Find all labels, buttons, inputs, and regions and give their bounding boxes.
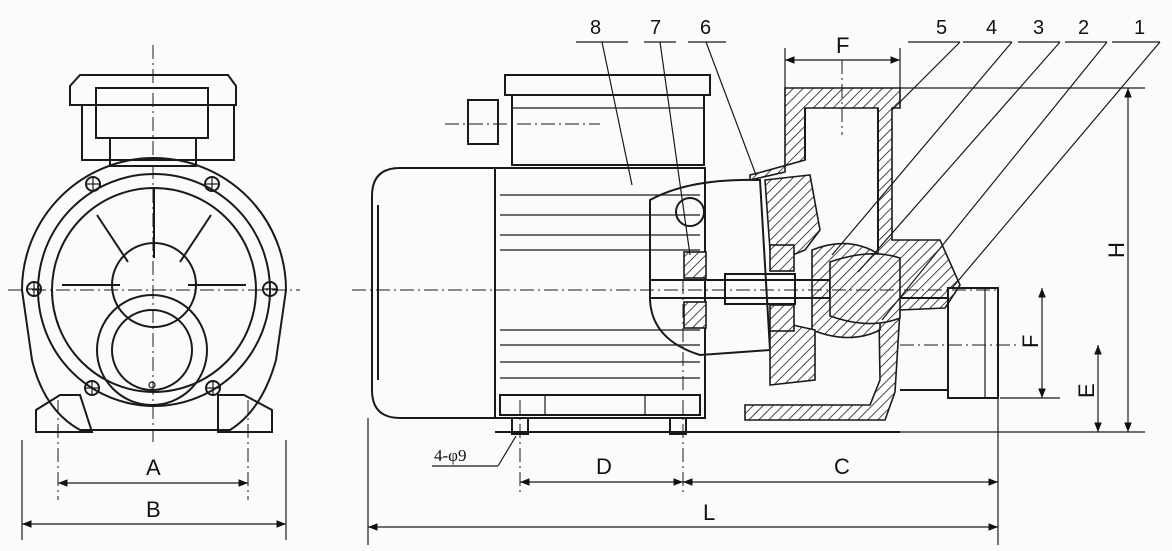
hole-note-label: 4-φ9: [434, 446, 466, 465]
dimension-e-label: E: [1074, 383, 1099, 398]
discharge-pipe: [804, 108, 879, 250]
dimension-l-label: L: [703, 500, 715, 525]
dimension-h-label: H: [1104, 242, 1129, 258]
dimension-b: B: [21, 440, 287, 540]
dimension-d: D: [520, 454, 683, 486]
bottom-extension-lines: [367, 398, 999, 545]
part-number-3: 3: [1033, 17, 1044, 39]
bolt-icon: [84, 380, 100, 396]
dimension-c: C: [683, 454, 998, 486]
housing-bolts: [26, 176, 278, 396]
bolt-icon: [205, 380, 221, 396]
dimension-c-label: C: [834, 454, 850, 479]
dimension-f-side: F: [1000, 288, 1060, 399]
dimension-h: H: [900, 87, 1145, 432]
part-number-2: 2: [1078, 17, 1089, 39]
motor-end-cap: [371, 167, 496, 419]
front-suction-port: [96, 294, 208, 406]
part-numbers: 1 2 3 4 5 6 7 8: [590, 17, 1145, 39]
bolt-icon: [204, 176, 220, 192]
mounting-feet: [35, 394, 273, 433]
suction-pipe: [900, 287, 999, 399]
bearings: [683, 244, 795, 332]
dimension-a-label: A: [146, 455, 161, 480]
part-leaders: [576, 41, 1161, 321]
side-view: 1 2 3 4 5 6 7 8 F H F: [352, 17, 1161, 545]
bolt-icon: [85, 176, 101, 192]
dimension-a: A: [57, 455, 248, 487]
dimension-l: L: [368, 500, 998, 531]
dimension-b-label: B: [146, 497, 161, 522]
bolt-icon: [26, 281, 42, 297]
terminal-box: [69, 74, 237, 167]
part-number-1: 1: [1134, 17, 1145, 39]
bolt-icon: [262, 281, 278, 297]
dimension-d-label: D: [596, 454, 612, 479]
dimension-f-side-label: F: [1018, 335, 1043, 348]
part-number-8: 8: [590, 17, 601, 39]
dimension-f-top-label: F: [836, 33, 849, 58]
pump-bracket: [649, 178, 772, 357]
part-number-5: 5: [936, 17, 947, 39]
impeller: [829, 253, 901, 325]
part-number-4: 4: [986, 17, 997, 39]
dimension-f-top: F: [784, 33, 901, 92]
dimension-e: E: [1074, 345, 1102, 432]
part-number-7: 7: [650, 17, 661, 39]
front-view: A B: [8, 45, 300, 540]
part-number-6: 6: [700, 17, 711, 39]
motor-body: [494, 167, 706, 419]
shaft: [649, 273, 831, 305]
terminal-box-side: [445, 74, 711, 166]
hole-note: 4-φ9: [432, 435, 517, 467]
